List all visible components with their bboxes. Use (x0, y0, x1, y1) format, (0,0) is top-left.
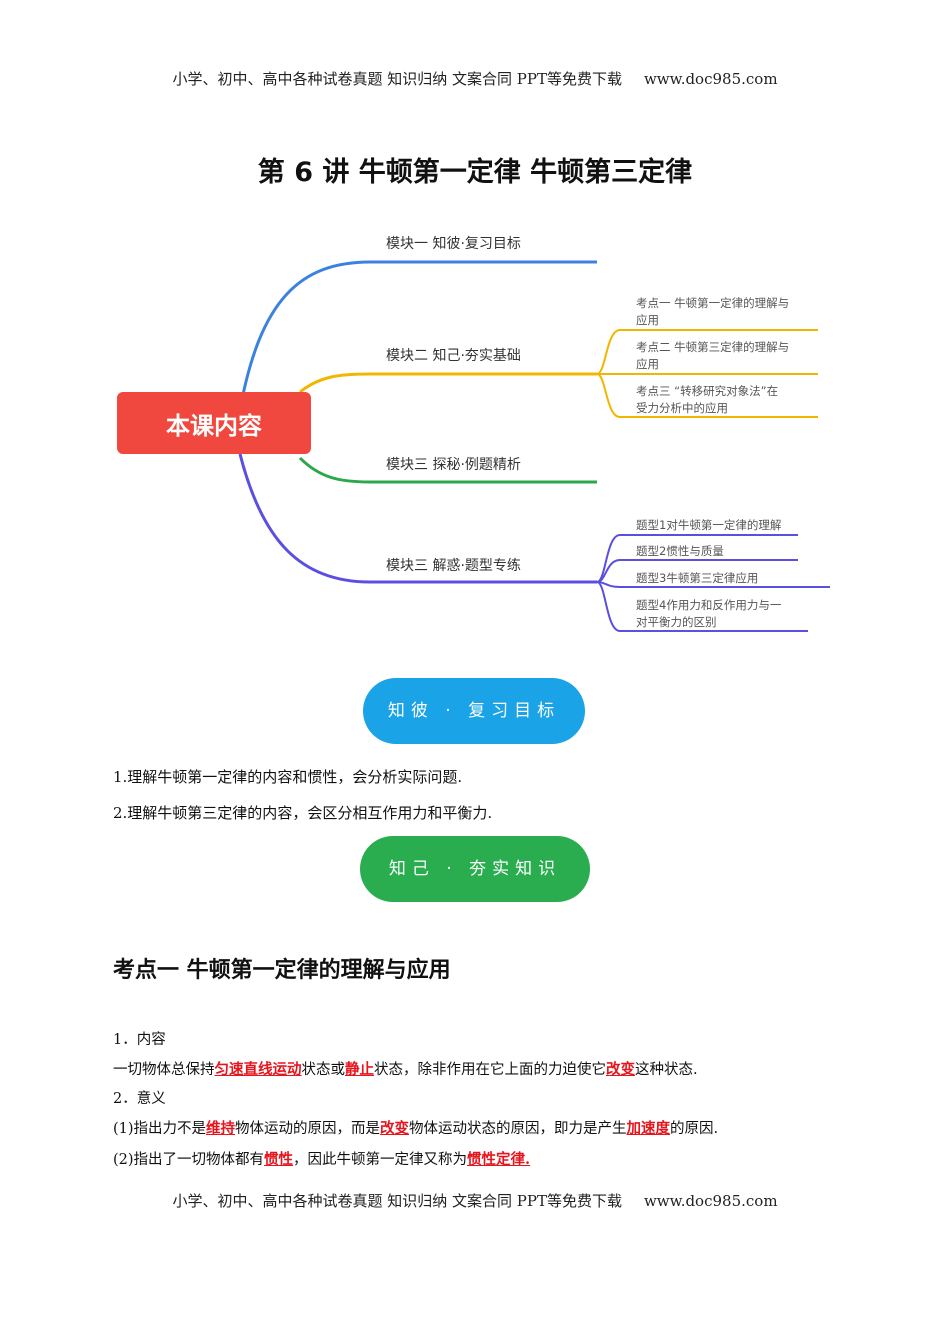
key-term: 加速度 (626, 1120, 671, 1137)
branch-label-1: 模块一 知彼·复习目标 (386, 235, 521, 252)
mind-map: 本课内容 模块一 知彼·复习目标 模块二 知己·夯实基础 模块三 探秘·例题精析… (117, 235, 830, 632)
section-title: 考点一 牛顿第一定律的理解与应用 (113, 958, 451, 983)
mindmap-root (117, 392, 311, 454)
page-footer: 小学、初中、高中各种试卷真题 知识归纳 文案合同 PPT等免费下载 www.doc… (0, 1190, 950, 1211)
key-term: 改变 (380, 1120, 410, 1137)
sub-line-4-4 (596, 581, 808, 632)
footer-site[interactable]: www.doc985.com (643, 1192, 778, 1210)
branch-line-1 (238, 260, 597, 411)
key-term: 惯性定律. (467, 1151, 531, 1168)
sub-line-2-3 (596, 373, 818, 418)
question-type-4: 题型4作用力和反作用力与一对平衡力的区别 (636, 598, 782, 629)
key-term: 惯性 (264, 1151, 294, 1168)
content-heading: 2．意义 (113, 1091, 166, 1107)
branch-line-4 (238, 453, 597, 584)
branch-label-4: 模块三 解惑·题型专练 (386, 558, 521, 574)
header-text: 小学、初中、高中各种试卷真题 知识归纳 文案合同 PPT等免费下载 (172, 70, 622, 88)
mindmap-root-label: 本课内容 (166, 412, 262, 440)
topic-3: 考点三 “转移研究对象法”在受力分析中的应用 (636, 384, 778, 415)
branch-label-3: 模块三 探秘·例题精析 (386, 457, 521, 473)
basics-banner: 知己 · 夯实知识 (360, 836, 590, 902)
question-type-1: 题型1对牛顿第一定律的理解 (636, 518, 782, 532)
question-type-3: 题型3牛顿第三定律应用 (636, 571, 758, 585)
review-goals-banner: 知彼 · 复习目标 (363, 678, 585, 744)
lecture-title: 第 6 讲 牛顿第一定律 牛顿第三定律 (257, 157, 693, 188)
key-term: 匀速直线运动 (214, 1061, 302, 1078)
content-heading: 1．内容 (113, 1032, 166, 1048)
goal-item: 1.理解牛顿第一定律的内容和惯性，会分析实际问题. (113, 768, 463, 786)
content-paragraph: (2)指出了一切物体都有惯性，因此牛顿第一定律又称为惯性定律. (113, 1151, 531, 1168)
goal-item: 2.理解牛顿第三定律的内容，会区分相互作用力和平衡力. (113, 804, 493, 822)
header-site[interactable]: www.doc985.com (643, 70, 778, 88)
key-term: 维持 (206, 1120, 236, 1137)
branch-label-2: 模块二 知己·夯实基础 (386, 347, 521, 364)
page-header: 小学、初中、高中各种试卷真题 知识归纳 文案合同 PPT等免费下载 www.doc… (0, 68, 950, 89)
topic-1: 考点一 牛顿第一定律的理解与应用 (636, 296, 789, 327)
content-paragraph: (1)指出力不是维持物体运动的原因，而是改变物体运动状态的原因，即力是产生加速度… (113, 1120, 719, 1137)
branch-line-2 (299, 372, 597, 394)
footer-text: 小学、初中、高中各种试卷真题 知识归纳 文案合同 PPT等免费下载 (172, 1192, 622, 1210)
key-term: 静止 (345, 1061, 374, 1078)
topic-2: 考点二 牛顿第三定律的理解与应用 (636, 340, 789, 371)
content-paragraph: 一切物体总保持匀速直线运动状态或静止状态，除非作用在它上面的力迫使它改变这种状态… (113, 1061, 698, 1078)
key-term: 改变 (606, 1061, 635, 1078)
branch-line-3 (298, 456, 597, 484)
sub-line-2-1 (596, 329, 818, 375)
question-type-2: 题型2惯性与质量 (636, 544, 724, 558)
